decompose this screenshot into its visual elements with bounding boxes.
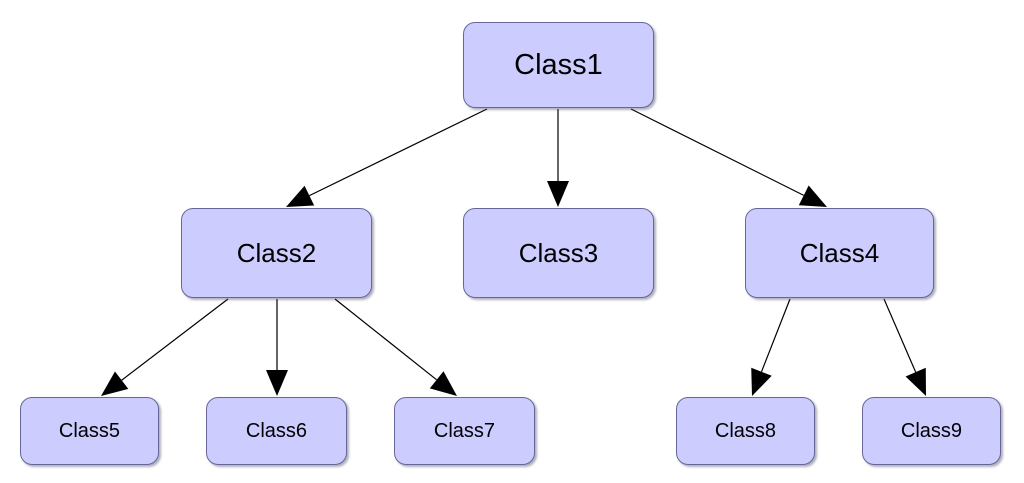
node-label: Class5 bbox=[58, 420, 121, 442]
node-class7[interactable]: Class7 bbox=[394, 397, 535, 465]
edge-class2-class6-arrowhead-icon bbox=[266, 370, 288, 396]
edge-class1-class2-arrowhead-icon bbox=[286, 185, 315, 207]
node-class9[interactable]: Class9 bbox=[862, 397, 1001, 465]
edge-class1-class4 bbox=[630, 108, 805, 196]
node-class5[interactable]: Class5 bbox=[20, 397, 159, 465]
edge-class4-class9 bbox=[883, 298, 917, 373]
node-label: Class1 bbox=[514, 48, 603, 81]
edge-class4-class8 bbox=[760, 298, 791, 373]
edge-class4-class9-arrowhead-icon bbox=[905, 367, 926, 396]
node-label: Class2 bbox=[236, 238, 317, 268]
node-class2[interactable]: Class2 bbox=[181, 208, 372, 298]
node-class1[interactable]: Class1 bbox=[463, 22, 654, 108]
edge-class2-class7-arrowhead-icon bbox=[429, 371, 457, 396]
node-class8[interactable]: Class8 bbox=[676, 397, 815, 465]
node-label: Class8 bbox=[714, 420, 777, 442]
node-label: Class3 bbox=[518, 238, 599, 268]
edge-class1-class3-arrowhead-icon bbox=[547, 181, 569, 207]
edge-class2-class5-arrowhead-icon bbox=[101, 371, 129, 396]
edge-class2-class7 bbox=[334, 298, 438, 381]
edge-class1-class2 bbox=[309, 108, 488, 197]
edge-class2-class5 bbox=[121, 298, 229, 381]
node-label: Class9 bbox=[900, 420, 963, 442]
edge-class4-class8-arrowhead-icon bbox=[751, 367, 772, 396]
node-class6[interactable]: Class6 bbox=[206, 397, 347, 465]
node-label: Class7 bbox=[433, 420, 496, 442]
node-label: Class6 bbox=[245, 420, 308, 442]
node-label: Class4 bbox=[799, 238, 880, 268]
node-class3[interactable]: Class3 bbox=[463, 208, 654, 298]
node-class4[interactable]: Class4 bbox=[745, 208, 934, 298]
edge-class1-class4-arrowhead-icon bbox=[798, 185, 827, 207]
